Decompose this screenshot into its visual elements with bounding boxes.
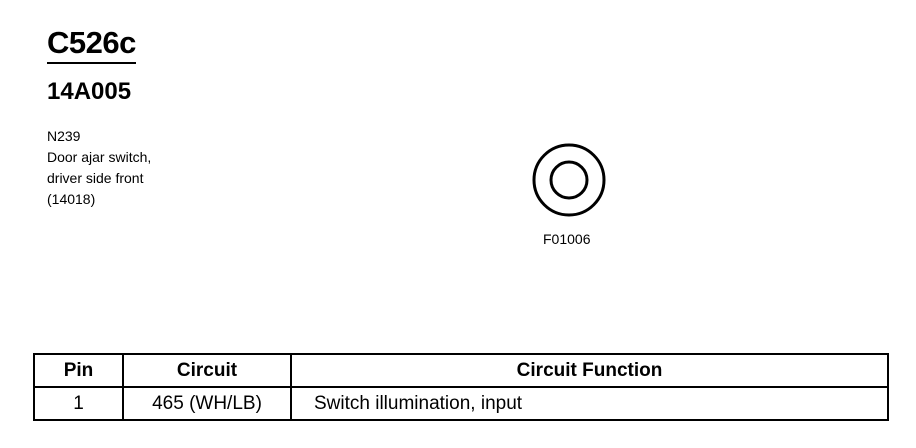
connector-face-icon: [532, 143, 606, 217]
part-number: 14A005: [47, 78, 132, 105]
table-row: 1 465 (WH/LB) Switch illumination, input: [33, 386, 889, 421]
header-pin: Pin: [33, 353, 124, 388]
cell-circuit-function: Switch illumination, input: [290, 386, 889, 421]
header-circuit-function: Circuit Function: [290, 353, 889, 388]
connector-id: C526c: [47, 26, 136, 64]
component-name-line-2: driver side front: [47, 170, 144, 186]
cell-circuit: 465 (WH/LB): [122, 386, 292, 421]
pin-table: Pin Circuit Circuit Function 1 465 (WH/L…: [33, 353, 889, 421]
figure-code: F01006: [543, 231, 591, 247]
cell-pin: 1: [33, 386, 124, 421]
component-reference: (14018): [47, 191, 96, 207]
table-header-row: Pin Circuit Circuit Function: [33, 353, 889, 388]
header-circuit: Circuit: [122, 353, 292, 388]
component-code: N239: [47, 128, 81, 144]
component-name-line-1: Door ajar switch,: [47, 149, 152, 165]
component-description: N239 Door ajar switch, driver side front…: [47, 126, 151, 210]
